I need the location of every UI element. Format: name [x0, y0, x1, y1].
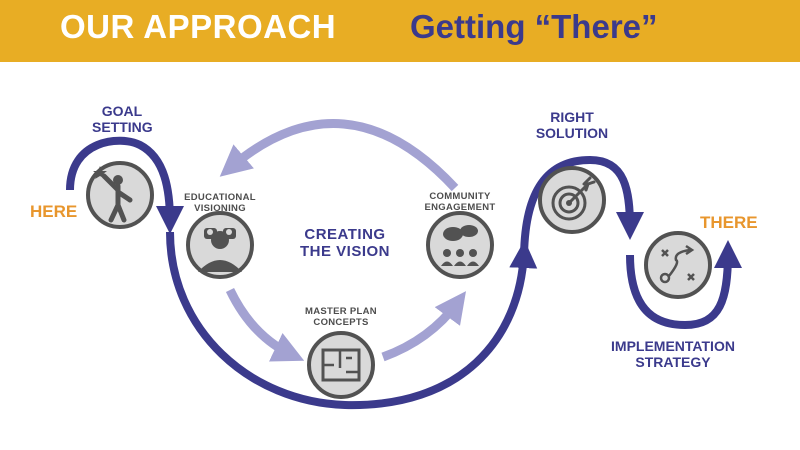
community-engagement-line-2: ENGAGEMENT [424, 201, 496, 213]
educational-visioning-label: EDUCATIONAL VISIONING [175, 192, 265, 215]
educational-visioning-line-2: VISIONING [194, 202, 246, 214]
implementation-loop-arrow [626, 240, 742, 330]
educational-visioning-line-1: EDUCATIONAL [184, 192, 256, 203]
goal-setting-line-1: GOAL [101, 103, 143, 119]
creating-the-vision-label: CREATING THE VISION [290, 226, 400, 261]
vision-arrow-top [219, 119, 459, 192]
master-plan-concepts-line-2: CONCEPTS [313, 316, 369, 328]
master-plan-concepts-line-1: MASTER PLAN [305, 306, 377, 317]
goal-setting-line-2: SETTING [92, 119, 153, 136]
people-speech-icon [426, 211, 494, 279]
floor-plan-icon [307, 331, 375, 399]
getting-there-title: Getting “There” [410, 8, 658, 45]
implementation-strategy-label: IMPLEMENTATION STRATEGY [598, 338, 748, 370]
here-label: HERE [30, 202, 78, 221]
master-plan-concepts-label: MASTER PLAN CONCEPTS [296, 306, 386, 329]
implementation-strategy-line-2: STRATEGY [635, 354, 711, 371]
right-solution-line-1: RIGHT [550, 109, 594, 125]
creating-the-vision-line-1: CREATING [304, 226, 386, 243]
binoculars-icon [186, 211, 254, 279]
approach-title: OUR APPROACH [60, 8, 337, 45]
header-banner: OUR APPROACH Getting “There” [0, 0, 800, 62]
vision-arrow-lower-right [381, 291, 467, 362]
strategy-play-icon [644, 231, 712, 299]
implementation-strategy-line-1: IMPLEMENTATION [611, 338, 735, 354]
vision-arrow-lower-left [225, 288, 305, 362]
there-label: THERE [700, 213, 758, 232]
goal-setting-label: GOAL SETTING [92, 103, 153, 136]
main-swoop-arrow [166, 231, 538, 410]
community-engagement-line-1: COMMUNITY [429, 191, 491, 202]
right-solution-line-2: SOLUTION [535, 125, 609, 142]
person-reaching-star-icon [86, 161, 154, 229]
approach-diagram [66, 119, 742, 410]
right-solution-label: RIGHT SOLUTION [530, 109, 614, 141]
goal-loop-arrow [66, 136, 184, 234]
target-icon [538, 166, 606, 234]
solution-loop-arrow [520, 155, 644, 261]
community-engagement-label: COMMUNITY ENGAGEMENT [415, 191, 505, 214]
creating-the-vision-line-2: THE VISION [299, 243, 390, 261]
